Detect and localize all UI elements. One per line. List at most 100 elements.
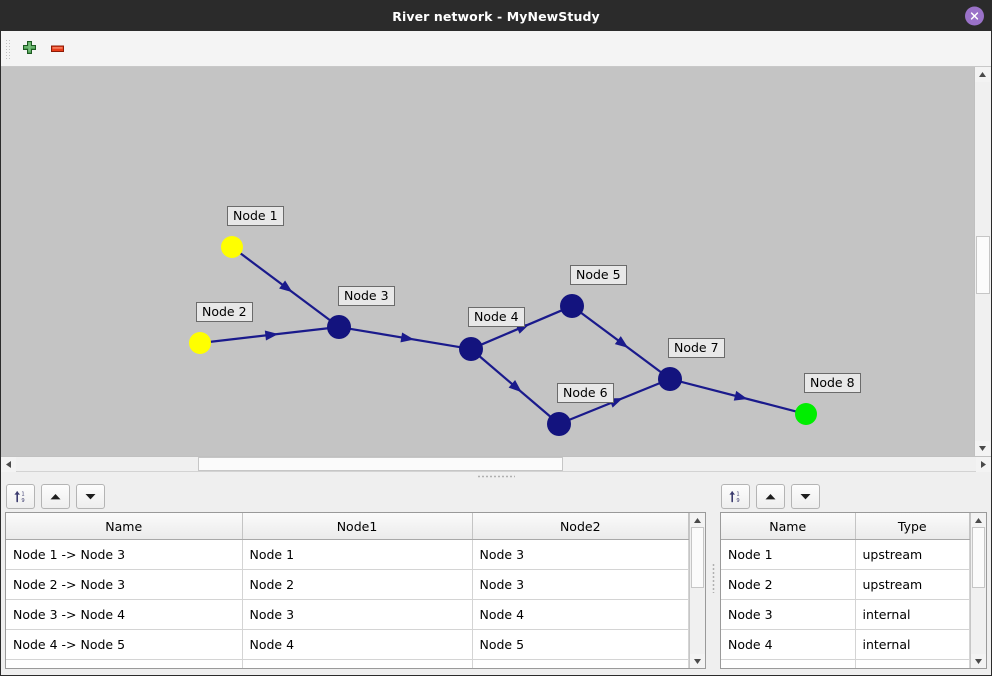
table-row[interactable] (721, 659, 970, 668)
table-cell[interactable]: Node 5 (472, 629, 689, 660)
table-cell[interactable]: Node 4 -> Node 5 (6, 629, 243, 660)
scroll-left-icon[interactable] (1, 457, 16, 472)
table-cell[interactable]: Node 3 (472, 569, 689, 600)
table-cell[interactable]: upstream (855, 539, 970, 570)
arrow-up-icon[interactable] (756, 484, 785, 509)
table-cell[interactable]: internal (855, 599, 970, 630)
reaches-vscroll-thumb[interactable] (691, 527, 704, 588)
node-label[interactable]: Node 4 (468, 307, 525, 327)
canvas-horizontal-scrollbar[interactable] (1, 456, 991, 472)
reaches-vertical-scrollbar[interactable] (689, 513, 705, 668)
svg-text:9: 9 (21, 498, 24, 504)
table-cell[interactable]: Node 3 (721, 599, 856, 630)
nodes-vertical-scrollbar[interactable] (970, 513, 986, 668)
scroll-up-icon[interactable] (971, 513, 986, 527)
table-cell[interactable] (242, 659, 473, 668)
node-label[interactable]: Node 6 (557, 383, 614, 403)
node-label[interactable]: Node 7 (668, 338, 725, 358)
graph-node[interactable] (459, 337, 483, 361)
node-label[interactable]: Node 2 (196, 302, 253, 322)
graph-node[interactable] (795, 403, 817, 425)
graph-node[interactable] (658, 367, 682, 391)
graph-node[interactable] (560, 294, 584, 318)
graph-node[interactable] (547, 412, 571, 436)
node-label[interactable]: Node 5 (570, 265, 627, 285)
scroll-right-icon[interactable] (976, 457, 991, 472)
table-cell[interactable]: Node 3 -> Node 4 (6, 599, 243, 630)
table-cell[interactable] (855, 659, 970, 668)
graph-node[interactable] (221, 236, 243, 258)
horizontal-splitter[interactable] (1, 471, 991, 481)
arrow-down-icon[interactable] (791, 484, 820, 509)
reaches-vscroll-track[interactable] (690, 527, 705, 654)
scroll-up-icon[interactable] (690, 513, 705, 527)
canvas-vscroll-track[interactable] (975, 82, 991, 441)
table-cell[interactable]: Node 1 -> Node 3 (6, 539, 243, 570)
toolbar-drag-handle[interactable] (5, 38, 12, 59)
graph-node[interactable] (189, 332, 211, 354)
network-graph (189, 236, 817, 436)
column-header[interactable]: Node2 (472, 513, 689, 540)
table-cell[interactable] (472, 659, 689, 668)
graph-area: Node 1 Node 2 Node 3 Node 4 Node 5 Node 6 Node… (1, 67, 991, 472)
scroll-down-icon[interactable] (975, 441, 990, 456)
nodes-vscroll-track[interactable] (971, 527, 986, 654)
table-cell[interactable]: Node 4 (472, 599, 689, 630)
column-header[interactable]: Node1 (242, 513, 473, 540)
table-cell[interactable] (721, 659, 856, 668)
table-cell[interactable]: Node 1 (721, 539, 856, 570)
table-cell[interactable]: Node 2 (242, 569, 473, 600)
arrow-up-icon[interactable] (41, 484, 70, 509)
table-cell[interactable]: internal (855, 629, 970, 660)
river-network-canvas[interactable]: Node 1 Node 2 Node 3 Node 4 Node 5 Node 6 Node… (1, 67, 974, 456)
table-row[interactable] (6, 659, 689, 668)
column-header[interactable]: Type (855, 513, 970, 540)
node-label[interactable]: Node 8 (804, 373, 861, 393)
table-cell[interactable]: Node 2 -> Node 3 (6, 569, 243, 600)
canvas-hscroll-track[interactable] (16, 457, 976, 471)
add-plus-icon[interactable] (15, 35, 43, 63)
table-cell[interactable]: Node 4 (721, 629, 856, 660)
sort-ascending-icon[interactable]: 1 9 (721, 484, 750, 509)
scroll-up-icon[interactable] (975, 67, 990, 82)
nodes-vscroll-thumb[interactable] (972, 527, 985, 588)
table-cell[interactable]: Node 1 (242, 539, 473, 570)
vertical-splitter[interactable] (710, 481, 716, 675)
sort-ascending-icon[interactable]: 1 9 (6, 484, 35, 509)
scroll-down-icon[interactable] (690, 654, 705, 668)
canvas-vertical-scrollbar[interactable] (974, 67, 991, 456)
graph-node[interactable] (327, 315, 351, 339)
table-cell[interactable]: Node 2 (721, 569, 856, 600)
column-header[interactable]: Name (6, 513, 243, 540)
node-label[interactable]: Node 3 (338, 286, 395, 306)
table-cell[interactable]: Node 3 (242, 599, 473, 630)
node-label[interactable]: Node 1 (227, 206, 284, 226)
table-cell[interactable] (6, 659, 243, 668)
column-header[interactable]: Name (721, 513, 856, 540)
table-cell[interactable]: Node 3 (472, 539, 689, 570)
canvas-hscroll-thumb[interactable] (198, 457, 564, 471)
table-cell[interactable]: upstream (855, 569, 970, 600)
scroll-down-icon[interactable] (971, 654, 986, 668)
close-icon[interactable] (965, 6, 984, 26)
remove-minus-icon[interactable] (43, 35, 71, 63)
table-cell[interactable]: Node 4 (242, 629, 473, 660)
arrow-down-icon[interactable] (76, 484, 105, 509)
canvas-vscroll-thumb[interactable] (976, 236, 990, 294)
